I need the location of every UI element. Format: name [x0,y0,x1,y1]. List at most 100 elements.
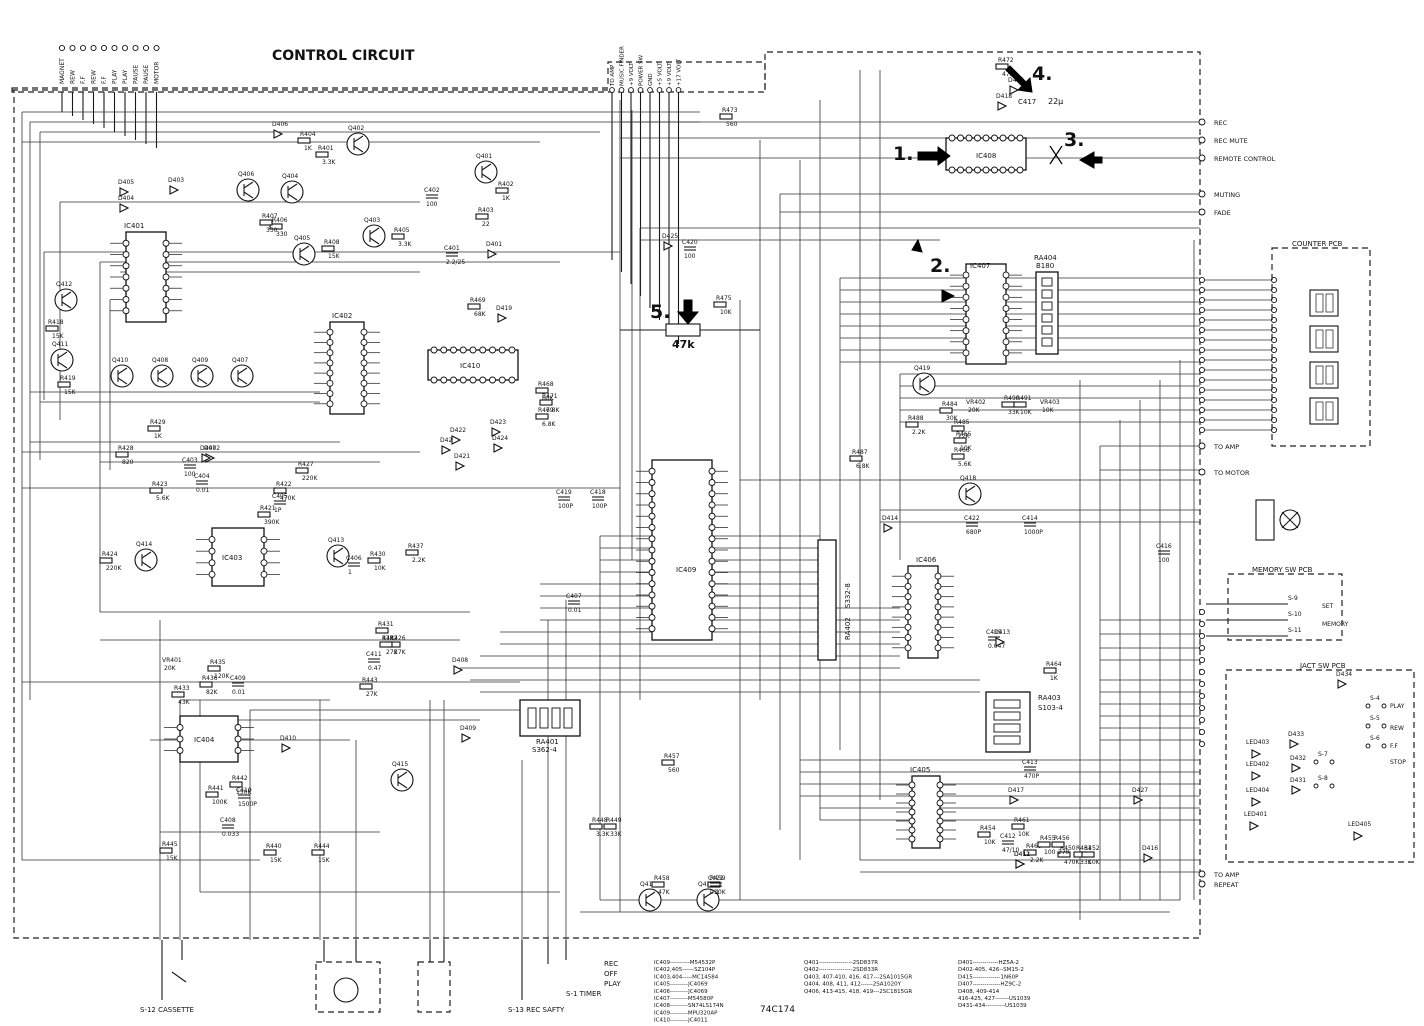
parts-list-ic-line: IC409----------M54532P [654,960,716,966]
q417-label: Q417 [640,881,656,888]
diode-ref: D405 [118,179,134,186]
diode-d419: D419 [496,305,512,323]
memory-pcb-title: MEMORY SW PCB [1252,566,1313,574]
led-label: LED401 [1244,811,1267,818]
ic409-label: IC409 [676,566,696,574]
diode-d410: D410 [280,735,296,753]
top-mid-label: +17 VOLT [677,58,683,86]
resistor-value: 10K [960,445,973,452]
switch-s13-label: S-13 REC SAFTY [508,1006,565,1014]
diode-d422: D422 [450,427,466,445]
marker-1-label: 1. [893,143,913,165]
resistor-value: 10K [374,565,387,572]
resistor-value: 6.8K [546,407,561,414]
diode-d434: D434 [1336,671,1352,689]
motor-symbol [1255,499,1301,541]
q401-label: Q401 [476,153,492,160]
resistor-ref: R408 [324,239,340,246]
bottom-switch-area: S-12 CASSETTE S-13 REC SAFTY S-1 TIMER R… [140,940,622,1014]
diode-ref: D413 [994,629,1010,636]
switch-s1-label: S-1 TIMER [566,990,601,998]
resistor-value: 3.3K [322,159,337,166]
diode-ref: D402 [204,445,220,452]
parts-list-d-line: D401-------------HZ5A-2 [958,960,1019,966]
parts-list-ic-line: IC406---------JC4069 [654,989,708,995]
diode-ref: D401 [486,241,502,248]
capacitor-value: 100 [184,471,196,478]
capacitor-ref: C402 [424,187,440,194]
capacitor-ref: C420 [682,239,698,246]
q402-transistor: Q402 [346,125,370,156]
capacitor-ref: C412 [1000,833,1016,840]
resistor-ref: R432 [382,635,398,642]
q412-transistor: Q412 [54,281,78,312]
diode-ref: D412 [1014,851,1030,858]
diode-d407: D407 [200,445,216,463]
resistor-value: 330 [276,231,288,238]
diode-d404: D404 [118,195,134,213]
ra404-value: B180 [1036,262,1054,270]
memory-sw-pcb: MEMORY SW PCB S-9 S-10 S-11 SET MEMORY [1206,566,1349,641]
ra404-label: RA404 [1034,254,1057,262]
memory-label: MEMORY [1322,621,1349,628]
board-outline [12,51,1201,939]
ic404-label: IC404 [194,736,215,744]
resistor-value: 470K [280,495,296,502]
q418-label: Q418 [960,475,976,482]
parts-list-ic-line: IC403,404-----MC14584 [654,974,719,980]
resistor-value: 68K [474,311,487,318]
diode-ref: D411 [1014,851,1030,858]
resistor-value: 100 [1044,849,1056,856]
diode-d412: D412 [1014,851,1030,869]
parts-list-ic-line: IC407---------M54580P [654,996,714,1002]
capacitor-value: 100 [426,201,438,208]
jack-switch-label: S-6 [1370,735,1380,742]
diode-d408: D408 [452,657,468,675]
resistor-ref: R407 [262,213,278,220]
q406-label: Q406 [238,171,254,178]
capacitor-ref: C405 [272,493,288,500]
resistor-ref: R454 [980,825,996,832]
resistor-ref: R484 [942,401,958,408]
resistor-value: 2.2K [412,557,427,564]
resistor-value: 100K [212,799,228,806]
trimmer-value: 10K [1042,407,1055,414]
ra403-label: RA403 [1038,694,1061,702]
trimmer-ref: VR401 [162,657,182,664]
right-output-label: TO AMP [1213,443,1239,451]
counter-pcb-title: COUNTER PCB [1292,240,1343,248]
resistor-value: 15K [270,857,283,864]
q416-label: Q416 [698,881,714,888]
resistor-ref: R451 [1076,845,1092,852]
jack-func-label: PLAY [1390,703,1405,710]
resistor-ref: R466 [954,447,970,454]
ic402-chip: IC402 [314,312,380,415]
ra402-value: S332-8 [844,583,852,608]
right-signal-label: REMOTE CONTROL [1214,155,1276,163]
switch-rec-label: REC [604,960,618,968]
seven-seg-digit [1309,325,1339,353]
capacitor-ref: C401 [444,245,460,252]
led-label: LED403 [1246,739,1269,746]
ic405-label: IC405 [910,766,930,774]
resistor-ref: R433 [174,685,190,692]
resistor-value: 5.6K [958,461,973,468]
resistor-ref: R421 [260,505,276,512]
diode-ref: D427 [1132,787,1148,794]
resistor-value: 150K [236,789,252,796]
trimmer-value: 20K [968,407,981,414]
top-left-label: PAUSE [143,64,150,84]
capacitor-ref: C422 [964,515,980,522]
